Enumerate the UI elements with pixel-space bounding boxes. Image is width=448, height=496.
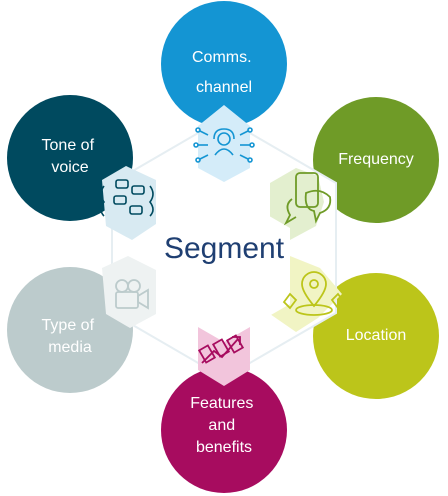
type-of-media-line-1: Type of [42, 317, 95, 334]
center-hexagon [158, 190, 290, 342]
frequency-label: Frequency [338, 151, 414, 168]
features-benefits-line-2: and [208, 417, 235, 434]
features-benefits-circle [161, 367, 287, 493]
map-pin-icon [282, 271, 346, 316]
location-circle [313, 273, 439, 399]
video-camera-icon [115, 279, 149, 310]
hexagon-hub: Segment [102, 105, 342, 386]
type-of-media-circle [7, 267, 133, 393]
features-benefits-line-3: benefits [196, 439, 252, 456]
type-of-media-label: Type of media [42, 317, 99, 356]
frequency-connector [270, 168, 324, 240]
comms-channel-line-1: Comms. [192, 49, 252, 66]
segment-icons [100, 127, 346, 364]
tone-of-voice-label: Tone of voice [42, 137, 99, 176]
chat-messages-icon [283, 172, 332, 226]
frequency-line-1: Frequency [338, 151, 414, 168]
tone-of-voice-line-2: voice [51, 159, 88, 176]
features-benefits-line-1: Features [190, 395, 253, 412]
comms-connector [198, 105, 250, 182]
location-label: Location [346, 327, 407, 344]
growth-chart-icon [197, 334, 245, 364]
frequency-circle [313, 97, 439, 223]
type-of-media-line-2: media [48, 339, 92, 356]
speech-bubbles-icon [100, 179, 154, 217]
comms-channel-line-2: channel [196, 79, 252, 96]
tone-of-voice-connector [102, 166, 156, 240]
tone-of-voice-line-1: Tone of [42, 137, 95, 154]
location-line-1: Location [346, 327, 407, 344]
features-benefits-label: Features and benefits [190, 395, 258, 456]
center-label: Segment [164, 232, 285, 265]
comms-channel-label: Comms. channel [192, 49, 256, 96]
segment-labels: Comms. channel Frequency Location Featur… [42, 49, 414, 456]
comms-channel-circle [161, 1, 287, 127]
support-agent-network-icon [193, 127, 255, 163]
